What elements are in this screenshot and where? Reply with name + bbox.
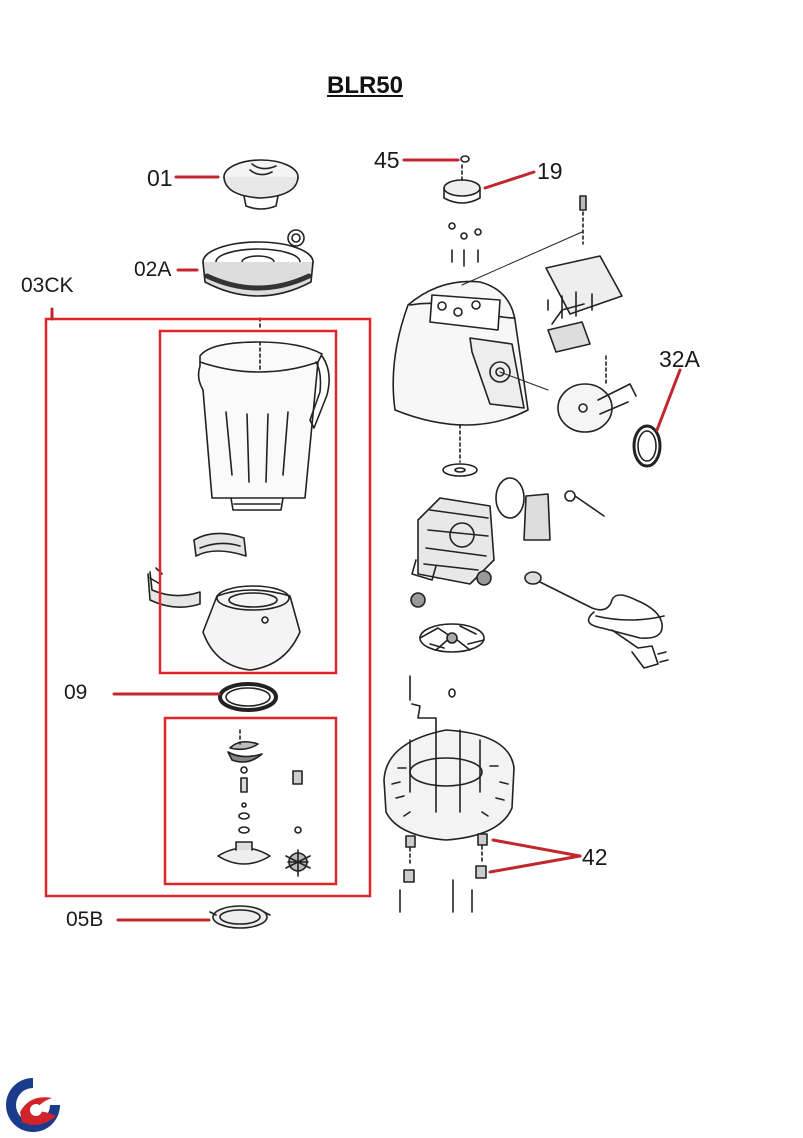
switch-parts-drawing xyxy=(545,195,637,433)
base-disc-drawing xyxy=(209,905,271,929)
part-label-01: 01 xyxy=(147,165,173,191)
blade-assembly-drawing xyxy=(217,729,311,877)
motor-drawing xyxy=(410,424,605,608)
jar-kit-outer-box xyxy=(44,317,372,898)
gasket-drawing xyxy=(218,682,278,712)
seal-ring-drawing xyxy=(632,424,662,468)
jar-drawing xyxy=(197,341,330,511)
leader-19 xyxy=(483,170,536,190)
part-label-42: 42 xyxy=(582,844,608,870)
leader-42-lower xyxy=(488,854,582,874)
lid-drawing xyxy=(202,229,314,297)
part-label-45: 45 xyxy=(374,147,400,173)
control-knob-drawing xyxy=(443,155,482,267)
base-ring-drawing xyxy=(383,675,515,841)
feet-screws-drawing xyxy=(399,833,488,913)
drive-coupling-drawing xyxy=(285,849,311,877)
fan-drawing xyxy=(419,623,485,698)
jar-subassembly-box xyxy=(158,329,338,675)
part-label-09: 09 xyxy=(64,681,88,704)
leader-42-upper xyxy=(491,838,582,858)
jar-base-parts-drawing xyxy=(147,532,301,671)
part-label-19: 19 xyxy=(537,158,563,184)
part-label-03ck: 03CK xyxy=(21,274,74,297)
lid-cap-drawing xyxy=(223,159,299,210)
part-label-32a: 32A xyxy=(659,346,700,372)
motor-housing-drawing xyxy=(392,231,583,426)
page-title: BLR50 xyxy=(326,72,404,99)
brand-swirl-logo-icon xyxy=(6,1078,60,1132)
part-label-05b: 05B xyxy=(66,908,104,931)
part-label-02a: 02A xyxy=(134,258,172,281)
leader-32a xyxy=(655,368,682,432)
power-cord-drawing xyxy=(524,571,669,669)
blade-subassembly-box xyxy=(163,716,338,886)
